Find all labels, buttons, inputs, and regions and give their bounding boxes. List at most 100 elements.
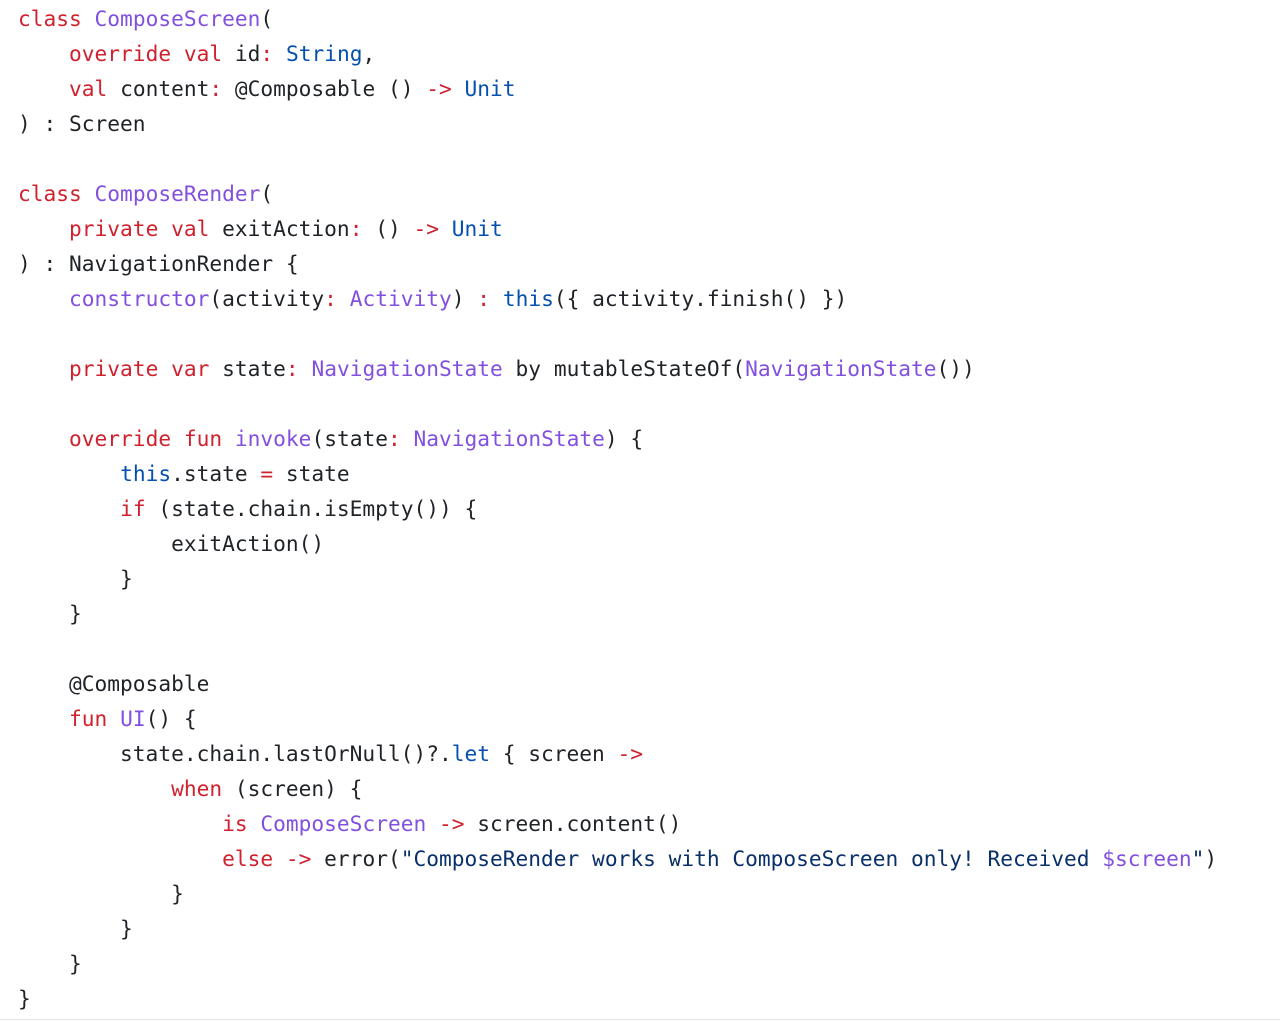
code-text: ) : Screen <box>18 111 146 136</box>
code-text <box>401 426 414 451</box>
code-text: ) : NavigationRender { <box>18 251 299 276</box>
class-name-token: UI <box>120 706 146 731</box>
code-line: } <box>18 911 1217 946</box>
code-text <box>18 286 69 311</box>
code-text <box>222 426 235 451</box>
code-line: private val exitAction: () -> Unit <box>18 211 1217 246</box>
keyword-token: private <box>69 356 159 381</box>
code-line: ) : Screen <box>18 106 1217 141</box>
code-line: exitAction() <box>18 526 1217 561</box>
code-line: val content: @Composable () -> Unit <box>18 71 1217 106</box>
bottom-divider <box>0 1019 1280 1020</box>
code-text: } <box>18 951 82 976</box>
code-text: ) { <box>604 426 644 451</box>
class-name-token: NavigationState <box>413 426 605 451</box>
code-text <box>337 286 350 311</box>
keyword-token: val <box>171 216 210 241</box>
class-name-token: ComposeRender <box>94 181 261 206</box>
code-line: is ComposeScreen -> screen.content() <box>18 806 1217 841</box>
keyword-token: val <box>183 41 223 66</box>
code-text <box>426 811 439 836</box>
code-line: if (state.chain.isEmpty()) { <box>18 491 1217 526</box>
code-text: , <box>362 41 376 66</box>
code-text: state.chain.lastOrNull()?. <box>18 741 452 766</box>
class-name-token: ComposeScreen <box>260 811 427 836</box>
type-token: String <box>285 41 363 66</box>
keyword-token: -> <box>426 76 452 101</box>
code-line: else -> error("ComposeRender works with … <box>18 841 1217 876</box>
keyword-token: fun <box>183 426 223 451</box>
code-text <box>18 846 222 871</box>
keyword-token: : <box>260 41 274 66</box>
code-text: ) <box>1204 846 1218 871</box>
keyword-token: -> <box>285 846 312 871</box>
code-text: { screen <box>489 741 618 766</box>
code-text: state <box>273 461 350 486</box>
code-text: } <box>18 986 31 1011</box>
code-text <box>18 811 222 836</box>
keyword-token: var <box>171 356 210 381</box>
code-line: } <box>18 596 1217 631</box>
class-name-token: invoke <box>234 426 312 451</box>
keyword-token: -> <box>617 741 644 766</box>
keyword-token: -> <box>438 811 465 836</box>
code-text: state <box>209 356 286 381</box>
class-name-token: Activity <box>349 286 452 311</box>
type-token: let <box>451 741 490 766</box>
code-text <box>82 6 95 31</box>
code-text <box>82 181 95 206</box>
code-text <box>299 356 312 381</box>
code-line: when (screen) { <box>18 771 1217 806</box>
code-text: (activity <box>209 286 325 311</box>
code-text: } <box>18 566 133 591</box>
code-text: ( <box>260 6 274 31</box>
code-text: error( <box>311 846 401 871</box>
class-name-token: constructor <box>69 286 210 311</box>
code-text: () <box>362 216 414 241</box>
keyword-token: is <box>222 811 248 836</box>
code-text: exitAction <box>209 216 350 241</box>
code-line: override val id: String, <box>18 36 1217 71</box>
string-token: " <box>1191 846 1205 871</box>
keyword-token: if <box>120 496 146 521</box>
code-text: (state <box>311 426 388 451</box>
type-token: this <box>120 461 172 486</box>
type-token: Unit <box>451 216 503 241</box>
keyword-token: fun <box>69 706 108 731</box>
code-text <box>171 426 184 451</box>
keyword-token: : <box>285 356 299 381</box>
class-name-token: NavigationState <box>745 356 937 381</box>
type-token: this <box>502 286 554 311</box>
code-text: exitAction() <box>18 531 325 556</box>
code-text <box>18 426 69 451</box>
code-text: ()) <box>936 356 975 381</box>
code-text <box>273 41 286 66</box>
keyword-token: else <box>222 846 274 871</box>
code-line: class ComposeRender( <box>18 176 1217 211</box>
keyword-token: val <box>69 76 108 101</box>
keyword-token: override <box>69 426 172 451</box>
code-text: ({ activity.finish() }) <box>553 286 848 311</box>
code-text <box>439 216 452 241</box>
code-line: } <box>18 981 1217 1016</box>
code-text <box>273 846 286 871</box>
string-token: "ComposeRender works with ComposeScreen … <box>400 846 1103 871</box>
code-text <box>18 496 120 521</box>
code-text <box>158 216 171 241</box>
code-text <box>18 76 69 101</box>
class-name-token: ComposeScreen <box>94 6 261 31</box>
code-line <box>18 631 1217 666</box>
code-text <box>452 76 465 101</box>
code-text: } <box>18 881 184 906</box>
code-line <box>18 386 1217 421</box>
code-text <box>18 461 120 486</box>
code-text: by mutableStateOf( <box>502 356 746 381</box>
code-text: @Composable <box>18 671 210 696</box>
code-text: ) <box>451 286 478 311</box>
code-text: content <box>107 76 210 101</box>
code-text: ( <box>260 181 274 206</box>
code-text <box>171 41 184 66</box>
keyword-token: : <box>388 426 401 451</box>
code-line: override fun invoke(state: NavigationSta… <box>18 421 1217 456</box>
code-text <box>248 811 261 836</box>
